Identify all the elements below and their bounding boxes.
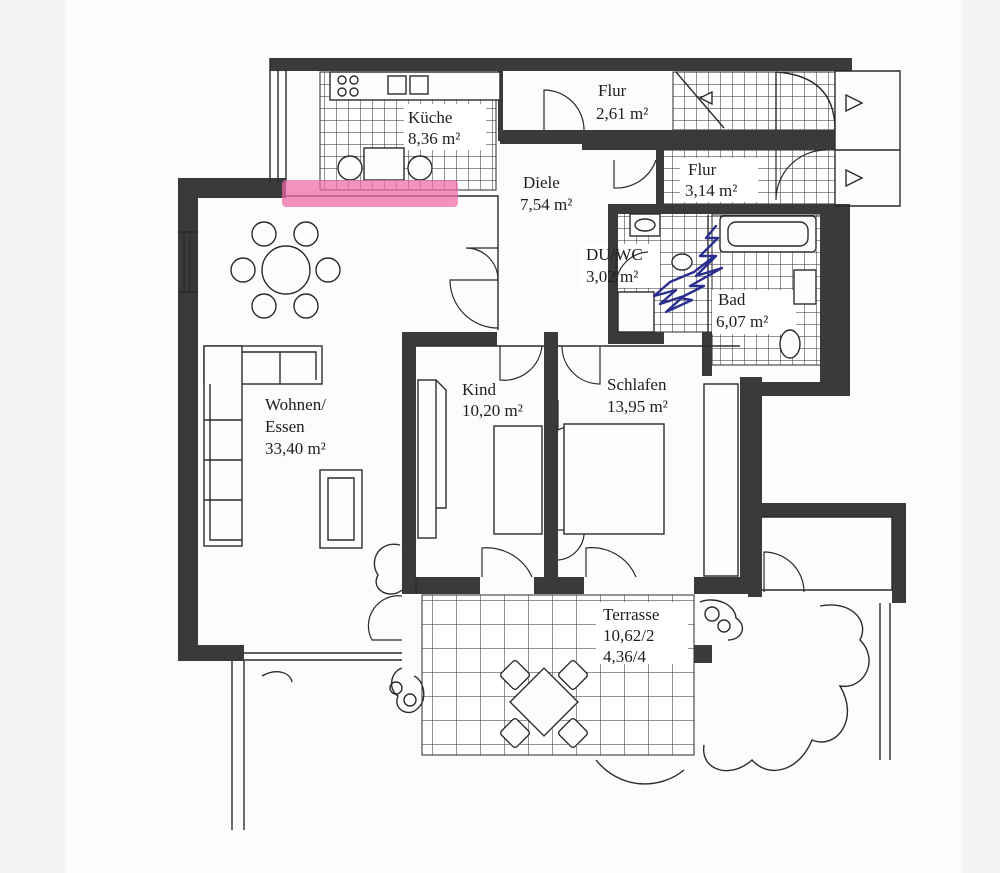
label-du-wc: DU/WC: [586, 245, 643, 264]
area-terrasse-1: 10,62/2: [603, 626, 654, 645]
area-flur-2: 3,14 m²: [685, 181, 737, 200]
room-labels: Küche 8,36 m² Flur 2,61 m² Diele 7,54 m²…: [265, 81, 768, 666]
kitchen-furniture: [329, 71, 501, 181]
label-kueche: Küche: [408, 108, 452, 127]
stair-arrow-icons: [675, 71, 864, 188]
label-essen: Essen: [265, 417, 305, 436]
label-backgrounds: [404, 104, 796, 664]
terrace-furniture: [499, 659, 589, 749]
bedroom-furniture: [563, 383, 739, 577]
highlight-marker: [282, 180, 458, 207]
handwritten-scribble: [652, 224, 724, 314]
label-kind: Kind: [462, 380, 497, 399]
label-diele: Diele: [523, 173, 560, 192]
bath-fixtures: [617, 213, 817, 359]
area-kueche: 8,36 m²: [408, 129, 460, 148]
area-bad: 6,07 m²: [716, 312, 768, 331]
area-flur-1: 2,61 m²: [596, 104, 648, 123]
walls: [178, 58, 906, 663]
area-wohnen: 33,40 m²: [265, 439, 326, 458]
label-flur-2: Flur: [688, 160, 717, 179]
area-kind: 10,20 m²: [462, 401, 523, 420]
area-terrasse-2: 4,36/4: [603, 647, 646, 666]
area-du-wc: 3,02 m²: [586, 267, 638, 286]
child-room-furniture: [417, 379, 543, 539]
label-wohnen: Wohnen/: [265, 395, 326, 414]
label-terrasse: Terrasse: [603, 605, 659, 624]
living-room-furniture: [203, 221, 363, 549]
area-schlafen: 13,95 m²: [607, 397, 668, 416]
area-diele: 7,54 m²: [520, 195, 572, 214]
garden-shrubs: [261, 543, 870, 785]
label-bad: Bad: [718, 290, 746, 309]
doors: [367, 89, 827, 641]
label-schlafen: Schlafen: [607, 375, 667, 394]
label-flur-1: Flur: [598, 81, 627, 100]
